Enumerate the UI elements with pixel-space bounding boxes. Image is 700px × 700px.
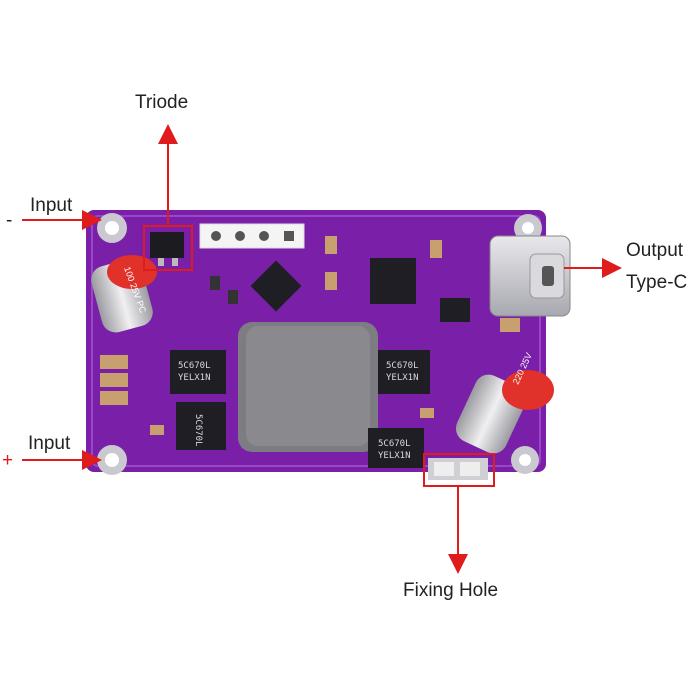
fixing-hole-pads	[428, 458, 488, 480]
positive-sign: +	[2, 450, 14, 471]
mounting-hole-top-right	[514, 214, 542, 242]
mounting-hole-top-left	[97, 213, 127, 243]
chip-a: 5C670L YELX1N	[170, 350, 226, 394]
chip-c: 5C670L YELX1N	[378, 350, 430, 394]
triode-component	[150, 232, 184, 266]
usb-type-c-port	[489, 235, 571, 317]
chip-b: 5C670L	[176, 402, 226, 450]
fixing-hole-label: Fixing Hole	[403, 580, 499, 601]
svg-text:5C670L: 5C670L	[178, 361, 211, 371]
header-pins	[199, 223, 305, 249]
negative-sign: -	[6, 210, 13, 231]
output-label-line1: Output	[626, 240, 684, 261]
svg-text:5C670L: 5C670L	[386, 361, 419, 371]
chip-d: 5C670L YELX1N	[368, 428, 424, 468]
svg-text:YELX1N: YELX1N	[178, 373, 211, 383]
svg-text:YELX1N: YELX1N	[378, 451, 411, 461]
capacitor-right: 220 25V	[455, 351, 554, 454]
mounting-hole-bottom-right	[511, 446, 539, 474]
input-positive-label: Input	[28, 433, 71, 454]
mounting-hole-bottom-left	[97, 445, 127, 475]
triode-label: Triode	[135, 92, 189, 113]
input-negative-label: Input	[30, 195, 73, 216]
output-label-line2: Type-C	[626, 272, 688, 293]
svg-text:5C670L: 5C670L	[378, 439, 411, 449]
svg-text:YELX1N: YELX1N	[386, 373, 419, 383]
svg-text:5C670L: 5C670L	[193, 414, 203, 447]
inductor	[238, 322, 378, 452]
passive-components	[100, 236, 520, 435]
